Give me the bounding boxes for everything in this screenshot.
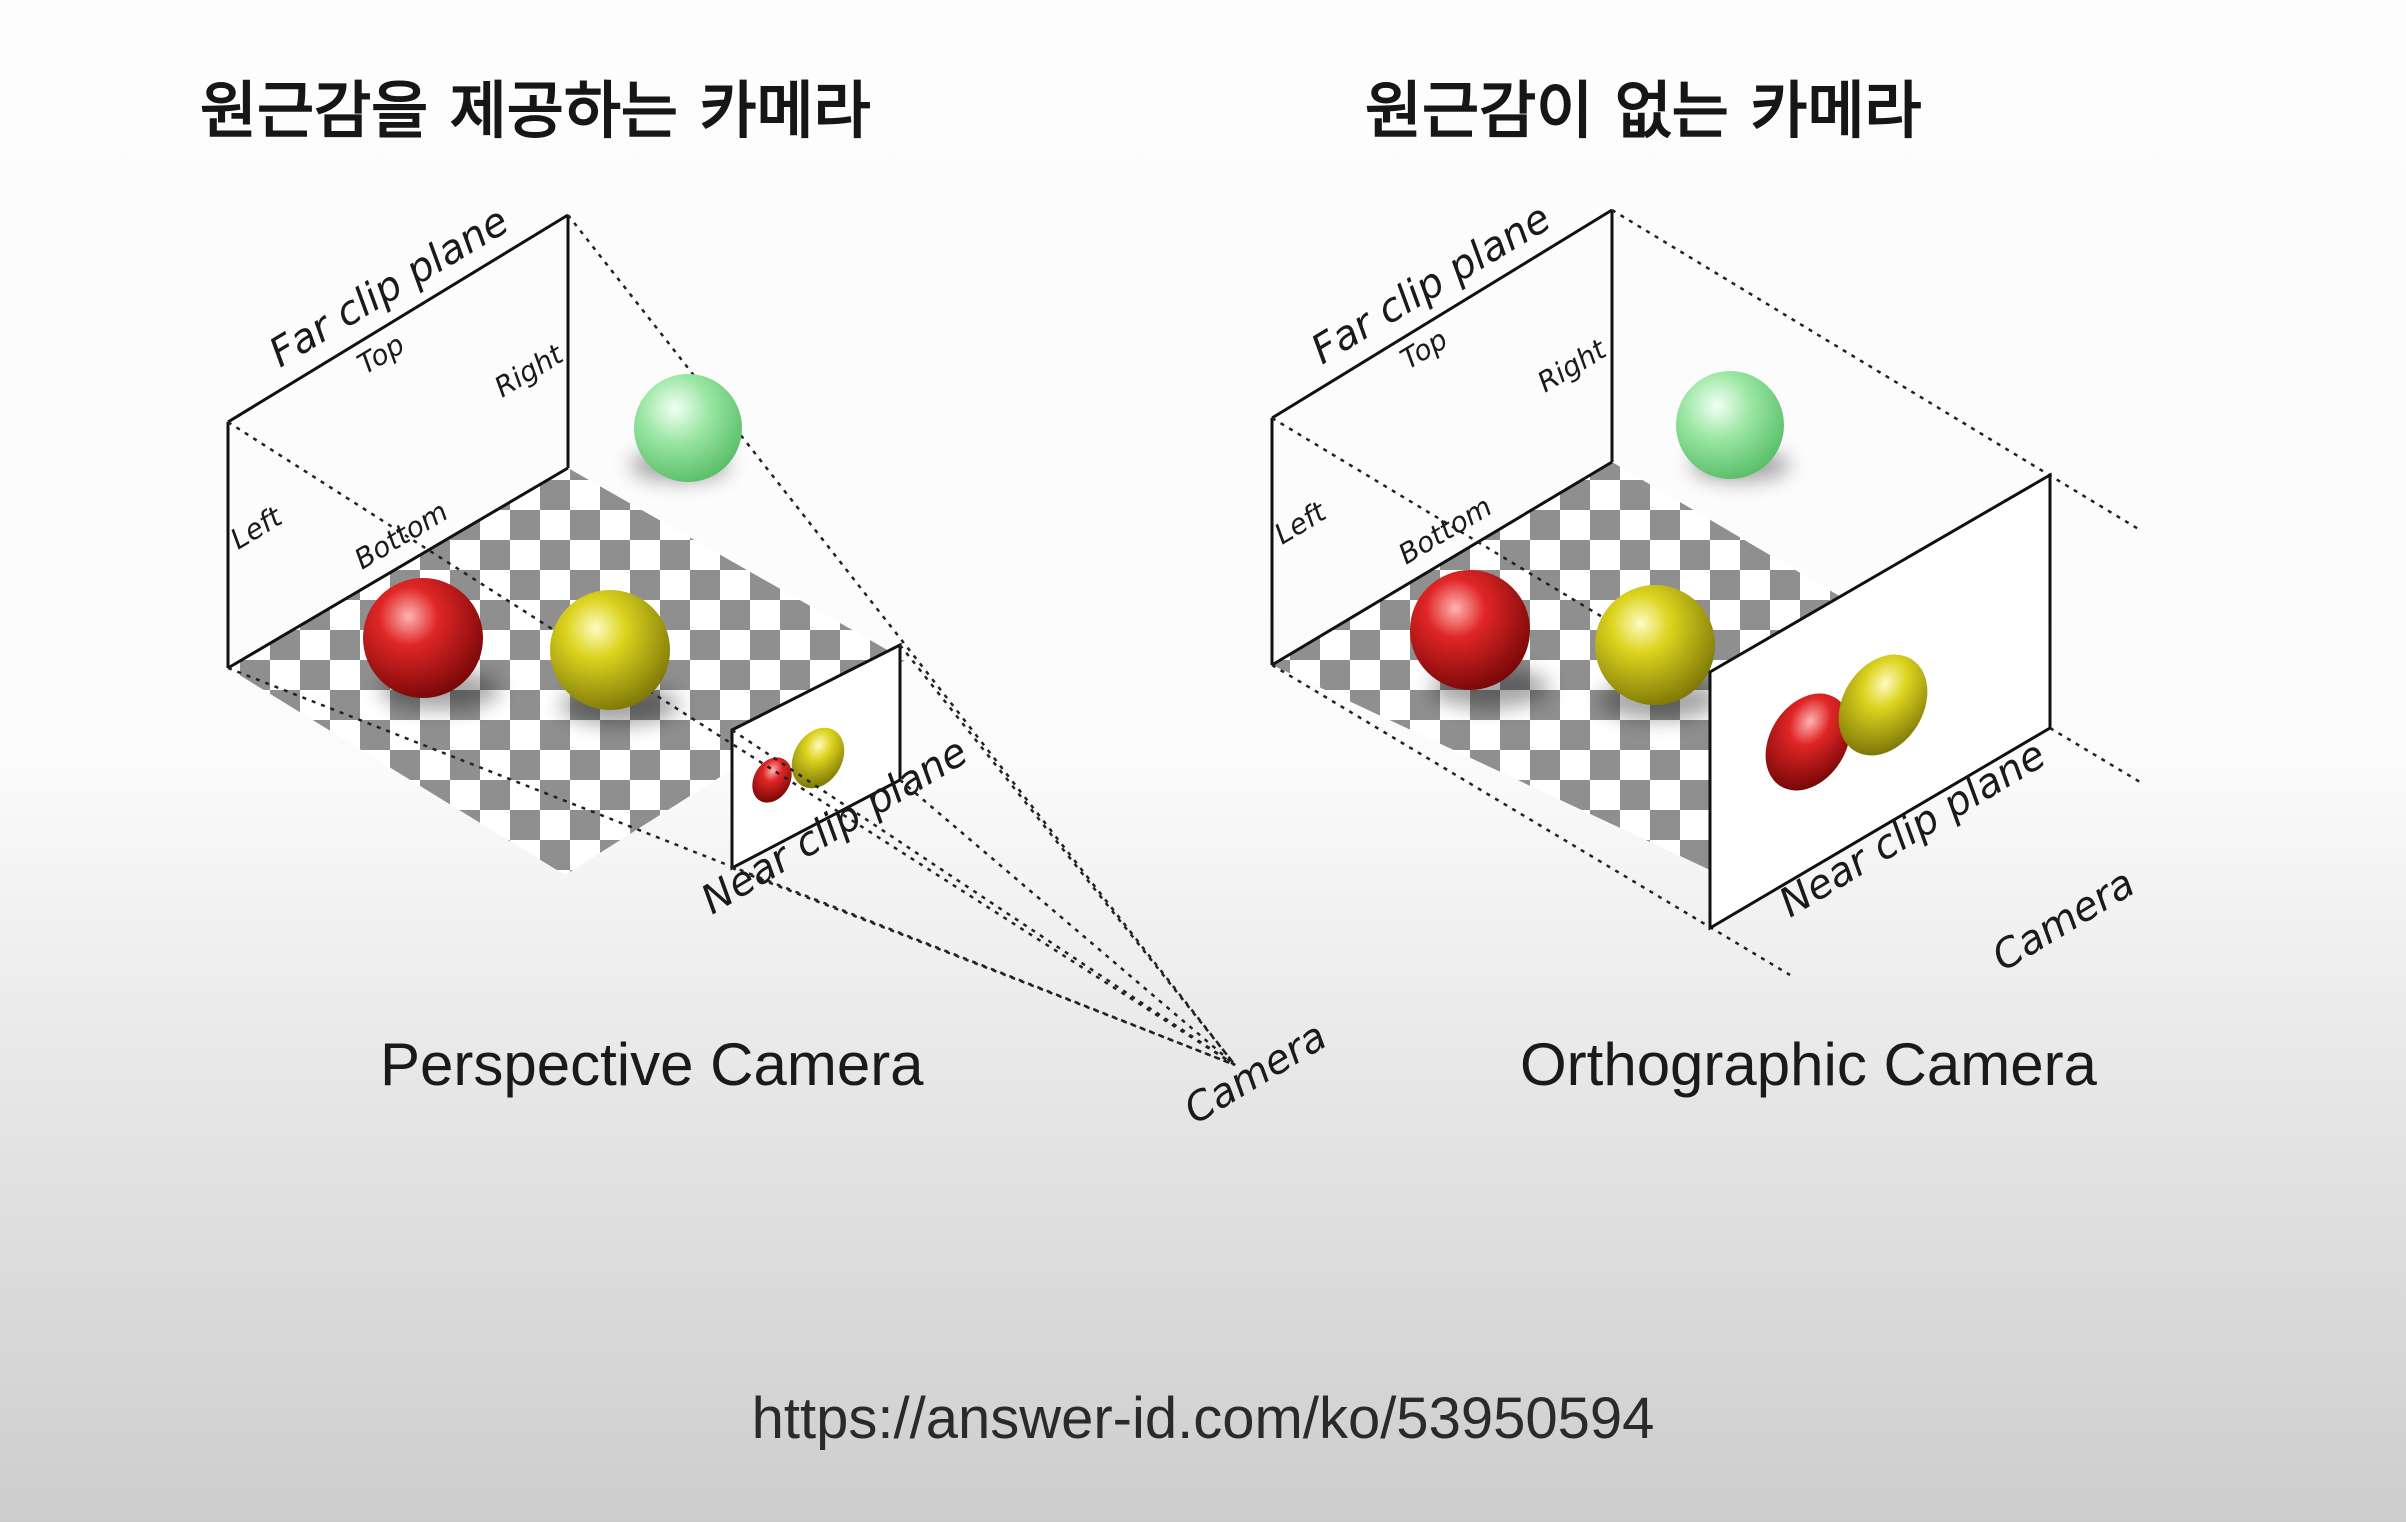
orthographic-diagram: Far clip plane Top Right Left Bottom Nea… bbox=[1269, 195, 2143, 980]
perspective-heading: 원근감을 제공하는 카메라 bbox=[200, 74, 871, 147]
source-url: https://answer-id.com/ko/53950594 bbox=[751, 1386, 1655, 1451]
box-frame bbox=[1270, 208, 1614, 667]
left-label: Left bbox=[1269, 495, 1333, 551]
red-sphere bbox=[1410, 570, 1530, 690]
perspective-caption: Perspective Camera bbox=[380, 1031, 924, 1098]
green-sphere bbox=[634, 374, 742, 482]
projected-red-sphere bbox=[752, 757, 792, 803]
right-label: Right bbox=[1532, 332, 1613, 399]
left-label: Left bbox=[225, 500, 289, 556]
frustum-frame bbox=[226, 213, 570, 670]
yellow-sphere bbox=[550, 590, 670, 710]
green-sphere bbox=[1676, 371, 1784, 479]
projection-lines bbox=[227, 214, 1236, 1067]
orthographic-heading: 원근감이 없는 카메라 bbox=[1365, 74, 1922, 147]
projected-yellow-sphere bbox=[791, 727, 845, 789]
perspective-diagram: Far clip plane Top Right Left Bottom Nea… bbox=[225, 198, 1335, 1133]
orthographic-caption: Orthographic Camera bbox=[1520, 1031, 2097, 1098]
red-sphere bbox=[363, 578, 483, 698]
top-label: Top bbox=[1395, 323, 1454, 376]
projected-red-sphere bbox=[1765, 693, 1851, 791]
right-label: Right bbox=[489, 337, 570, 404]
top-label: Top bbox=[352, 328, 411, 381]
camera-label: Camera bbox=[1176, 1013, 1334, 1133]
projected-yellow-sphere bbox=[1838, 654, 1928, 756]
yellow-sphere bbox=[1595, 585, 1715, 705]
camera-label: Camera bbox=[1984, 860, 2142, 980]
